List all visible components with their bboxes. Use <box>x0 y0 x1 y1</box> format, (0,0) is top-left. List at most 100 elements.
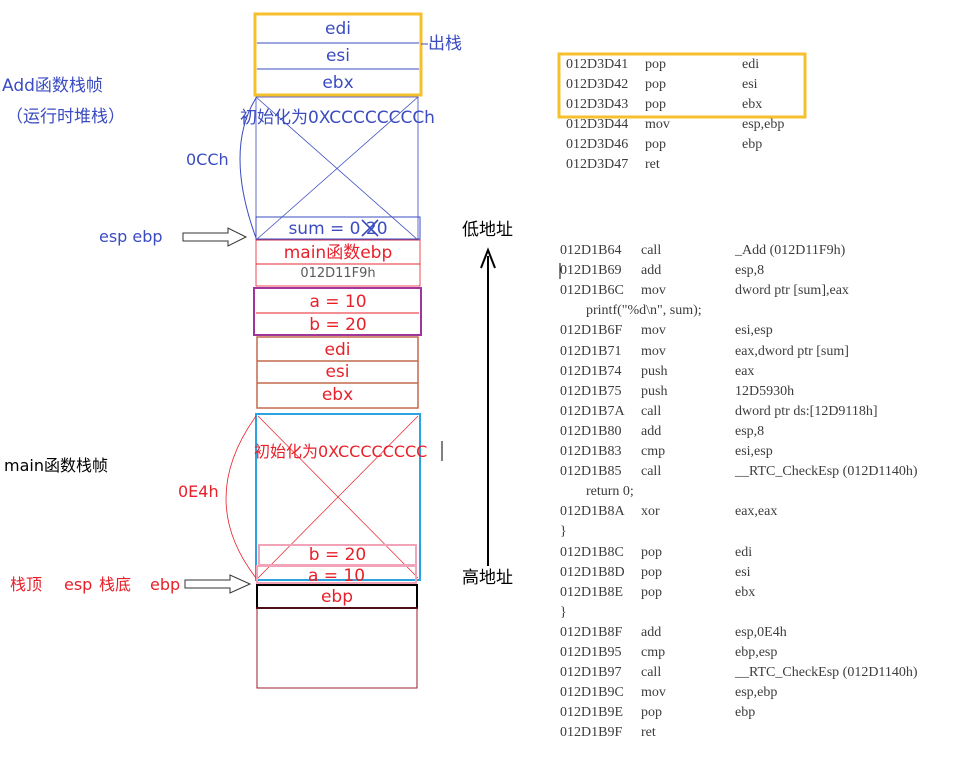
instr-address: 012D3D44 <box>566 117 629 132</box>
main-init-region <box>255 413 421 581</box>
instr-operands: edi <box>742 57 760 72</box>
main-init-cross-2 <box>257 415 419 579</box>
instr-mnemonic: call <box>641 243 662 258</box>
main-regs-box <box>256 336 419 409</box>
saved-ebp-cell: ebp <box>320 587 354 607</box>
instr-mnemonic: pop <box>645 97 666 112</box>
instr-operands: esp,8 <box>735 423 765 439</box>
main-ebp-label: ebp <box>150 575 181 594</box>
instr-mnemonic: pop <box>641 544 662 560</box>
pop-highlight <box>557 52 807 119</box>
add-frame-label: Add函数栈帧 <box>2 76 103 96</box>
instr-mnemonic: mov <box>641 343 666 359</box>
instr-address: 012D1B9C <box>560 685 624 701</box>
address-arrow-head <box>480 247 496 269</box>
instr-mnemonic: pop <box>641 564 662 580</box>
instr-operands: esp,ebp <box>735 685 778 701</box>
main-esp-arrow-icon <box>184 574 252 594</box>
instr-mnemonic: call <box>641 464 662 480</box>
instr-address: 012D1B8C <box>560 544 624 560</box>
instr-address: 012D1B74 <box>560 363 622 379</box>
main-frame-label: main函数栈帧 <box>4 456 108 475</box>
instr-mnemonic: cmp <box>641 645 666 660</box>
instr-mnemonic: ret <box>645 157 660 172</box>
instr-operands: esi <box>735 564 751 580</box>
instr-mnemonic: cmp <box>641 444 666 459</box>
main-init-label: 初始化为0XCCCCCCCC <box>254 442 428 461</box>
sum-cell-box <box>255 216 421 240</box>
instr-mnemonic: mov <box>641 283 666 299</box>
local-a-cell: a = 10 <box>307 566 366 586</box>
instr-operands: __RTC_CheckEsp (012D1140h) <box>735 665 918 681</box>
instr-operands: dword ptr ds:[12D9118h] <box>735 403 878 419</box>
add-init-cross-2 <box>255 96 419 241</box>
instr-address: 012D1B8F <box>560 624 623 640</box>
instr-mnemonic: call <box>641 665 662 681</box>
instr-address: 012D1B9E <box>560 705 623 721</box>
instr-operands: esi,esp <box>735 444 773 459</box>
local-b-cell: b = 20 <box>308 545 367 565</box>
instr-operands: esp,0E4h <box>735 624 787 640</box>
add-regs-box <box>253 12 423 97</box>
return-address-cell: 012D11F9h <box>300 266 376 281</box>
caller-region <box>256 607 418 689</box>
instr-address: 012D1B75 <box>560 383 622 399</box>
instr-operands: esp,ebp <box>742 117 785 132</box>
instr-address: 012D3D47 <box>566 157 629 172</box>
instr-mnemonic: push <box>641 383 668 399</box>
instr-operands: esp,8 <box>735 263 765 279</box>
add-size-label: 0CCh <box>186 150 229 169</box>
instr-address: 012D1B69 <box>560 263 622 279</box>
instr-operands: ebp <box>735 705 756 721</box>
instr-mnemonic: mov <box>641 323 666 339</box>
high-address-label: 高地址 <box>462 568 513 588</box>
add-size-brace <box>239 97 257 239</box>
instr-address: 012D3D42 <box>566 77 629 92</box>
main-reg-ebx: ebx <box>321 385 354 405</box>
instr-mnemonic: pop <box>645 77 666 92</box>
instr-operands: eax,eax <box>735 504 778 520</box>
instr-mnemonic: pop <box>645 137 666 152</box>
instr-address: 012D3D41 <box>566 57 629 72</box>
instr-address: 012D1B71 <box>560 343 622 359</box>
main-size-label: 0E4h <box>178 482 219 501</box>
instr-mnemonic: pop <box>641 705 662 721</box>
instr-mnemonic: add <box>641 624 662 640</box>
instr-operands: ebp,esp <box>735 645 778 660</box>
instr-address: 012D1B7A <box>560 403 625 419</box>
instr-mnemonic: call <box>641 403 662 419</box>
pop-out-label: 出栈 <box>428 34 462 54</box>
instr-operands: esi,esp <box>735 323 773 339</box>
low-address-label: 低地址 <box>462 220 513 240</box>
main-a-box <box>256 565 417 584</box>
add-esp-arrow-icon <box>182 227 248 247</box>
instr-mnemonic: add <box>641 423 662 439</box>
instr-mnemonic: xor <box>641 504 660 520</box>
instr-address: 012D1B95 <box>560 645 622 660</box>
instr-mnemonic: pop <box>645 57 666 72</box>
add-reg-ebx: ebx <box>322 73 354 93</box>
instr-operands: eax,dword ptr [sum] <box>735 343 849 359</box>
instr-address: 012D1B8E <box>560 584 623 600</box>
main-ebp-cell: main函数ebp <box>283 243 393 263</box>
instr-address: 012D1B8D <box>560 564 625 580</box>
instr-address: 012D1B6C <box>560 283 624 299</box>
instr-mnemonic: mov <box>641 685 666 701</box>
add-esp-ebp-label: esp ebp <box>99 227 163 246</box>
instr-address: 012D1B83 <box>560 444 622 459</box>
source-line: } <box>560 604 567 620</box>
instr-operands: edi <box>735 544 753 560</box>
instr-mnemonic: add <box>641 263 662 279</box>
instr-operands: ebp <box>742 137 763 152</box>
sum-strike-2 <box>361 219 379 237</box>
instr-address: 012D3D43 <box>566 97 629 112</box>
source-line: printf("%d\n", sum); <box>586 303 702 319</box>
instr-address: 012D1B6F <box>560 323 623 339</box>
instr-address: 012D3D46 <box>566 137 629 152</box>
ret-addr-box <box>255 263 421 287</box>
instr-operands: _Add (012D11F9h) <box>735 243 846 258</box>
instr-mnemonic: ret <box>641 725 656 741</box>
instr-operands: 12D5930h <box>735 383 795 399</box>
main-reg-edi: edi <box>324 340 351 360</box>
